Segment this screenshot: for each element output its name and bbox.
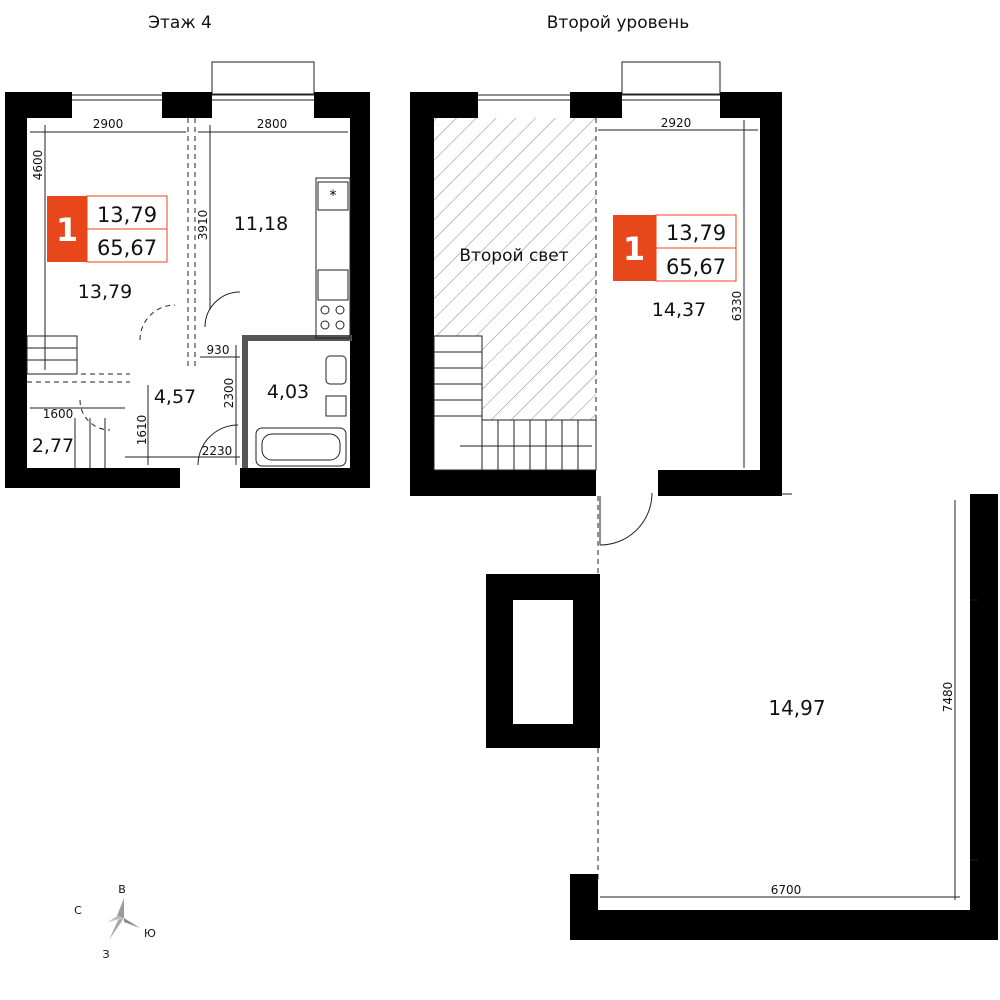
dim-1600: 1600 [43,407,74,421]
compass-arrow-icon [117,898,124,918]
dim-2230: 2230 [202,444,233,458]
level2-plan: 2920 6330 Второй свет 14,37 1 13,79 65,6… [410,61,998,940]
badge-area-1: 13,79 [97,203,157,227]
badge-area-2: 65,67 [97,236,157,260]
floor4-plan: * 29 [5,61,370,488]
level2-title: Второй уровень [547,13,689,33]
badge-area-2: 65,67 [666,255,726,279]
room-area-terrace: 14,97 [768,696,825,720]
room-area-bathroom: 4,03 [267,381,309,403]
dim-3910: 3910 [196,210,210,241]
dim-1610: 1610 [135,415,149,446]
dim-6700: 6700 [771,883,802,897]
balcony-door [599,492,653,546]
compass-south-label: З [102,948,109,961]
compass-west-label: С [74,904,82,917]
floor-title: Этаж 4 [148,13,212,33]
compass-north-label: В [118,883,126,896]
dim-6330: 6330 [730,291,744,322]
room-area-storage: 2,77 [32,435,74,457]
room-area-kitchen: 11,18 [234,213,288,235]
kitchen-door [204,291,241,328]
second-light-label: Второй свет [459,246,568,266]
badge-number: 1 [623,230,645,268]
bathtub [255,427,347,467]
sink [325,395,347,417]
toilet [325,355,347,385]
stairs-upper [433,335,597,471]
compass-rose: В С Ю З [74,883,156,961]
dim-2900: 2900 [93,117,124,131]
room-area-living: 13,79 [78,281,132,303]
snowflake-icon: * [330,188,337,204]
dim-930: 930 [207,343,230,357]
apartment-badge-level2: 1 13,79 65,67 [613,214,737,282]
stairs-left [26,335,130,468]
dim-2800: 2800 [257,117,288,131]
dim-4600: 4600 [31,150,45,181]
balcony-window [211,61,315,95]
compass-east-label: Ю [144,927,156,940]
badge-area-1: 13,79 [666,221,726,245]
dim-7480: 7480 [941,682,955,713]
room-area-hall: 4,57 [154,386,196,408]
room-area-bedroom: 14,37 [652,299,706,321]
apartment-badge-floor4: 1 13,79 65,67 [47,195,168,263]
dim-2920: 2920 [661,116,692,130]
badge-number: 1 [56,211,78,249]
entrance-door [197,424,239,466]
dim-2300: 2300 [222,378,236,409]
